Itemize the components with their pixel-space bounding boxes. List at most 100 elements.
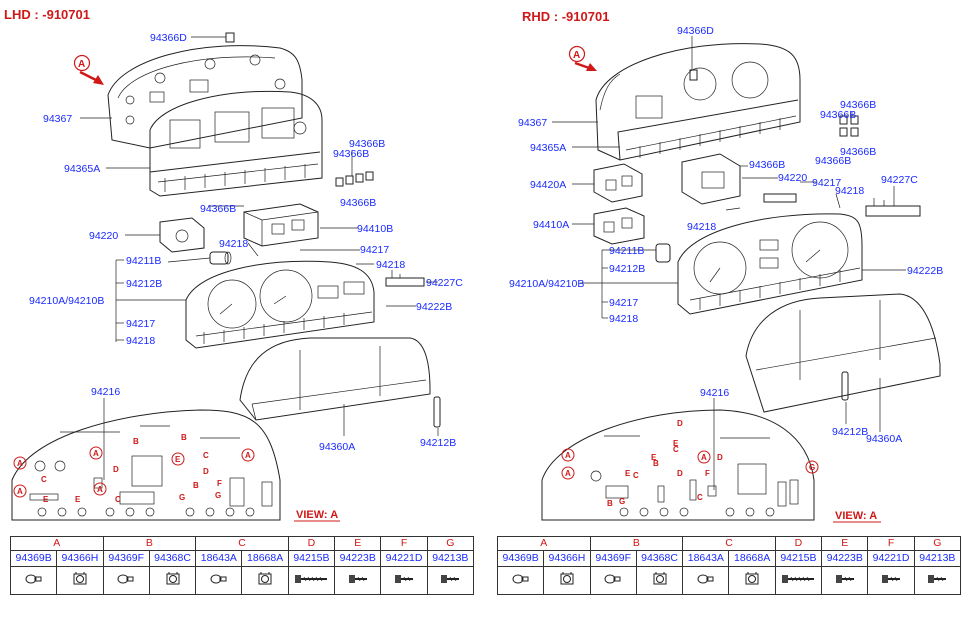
rhd-panel: RHD : -910701 A — [509, 9, 943, 523]
lhd-callout-94366B-1: 94366B — [349, 138, 385, 150]
bulb-icon — [210, 574, 228, 589]
rhd-view-letter-D: D — [677, 469, 683, 478]
rhd-dial-plate — [677, 213, 863, 315]
bulb-icon — [512, 574, 530, 589]
lhd-view-marker-circle — [93, 482, 107, 496]
lhd-view-letter-C: C — [41, 475, 47, 484]
rhd-view-letter-F: F — [705, 469, 710, 478]
lhd-view-marker-circle — [171, 452, 185, 466]
lhd-callout-94217-1: 94217 — [360, 244, 389, 256]
rhd-callout-94366B-3: 94366B — [840, 146, 876, 158]
rhd-part-icon-cell — [496, 566, 545, 595]
rhd-callout-94360A: 94360A — [866, 433, 902, 445]
socket-icon — [164, 572, 182, 590]
rhd-view-marker-circle — [561, 466, 575, 480]
bulb-icon — [117, 574, 135, 589]
lhd-view-letter-C: C — [115, 495, 121, 504]
rhd-callout-94212B-1: 94212B — [609, 263, 645, 275]
rhd-leader-lines — [552, 36, 906, 490]
rhd-part-icon-cell — [543, 566, 591, 595]
lhd-group-C: C — [195, 536, 289, 551]
lhd-callout-94410B: 94410B — [357, 223, 393, 235]
lhd-view-marker: A — [78, 59, 85, 70]
rhd-view-marker-circle — [805, 460, 819, 474]
lhd-view-letter-G: G — [215, 491, 221, 500]
rhd-part-icon-cell — [774, 566, 823, 595]
rhd-callout-94410A: 94410A — [533, 219, 569, 231]
lhd-part-icon-cell — [426, 566, 475, 595]
bulb-icon — [697, 574, 715, 589]
rhd-title: RHD : -910701 — [522, 9, 609, 24]
rhd-callout-94222B: 94222B — [907, 265, 943, 277]
lhd-rear-housing — [107, 45, 303, 149]
lhd-partno-94369F: 94369F — [102, 550, 150, 567]
lhd-view-letter-A: A — [245, 451, 251, 460]
long-screw-icon — [294, 575, 328, 588]
lhd-part-icon-cell — [287, 566, 336, 595]
bulb-icon — [25, 574, 43, 589]
lhd-partno-94366H: 94366H — [56, 550, 104, 567]
lhd-group-A: A — [10, 536, 104, 551]
rhd-view-letter-C: C — [673, 445, 679, 454]
table-icon-row — [9, 566, 475, 595]
lhd-view-letter-B: B — [133, 437, 139, 446]
lhd-view-letter-F: F — [217, 479, 222, 488]
lhd-callout-94212B-2: 94212B — [420, 437, 456, 449]
rhd-view-letter-E: E — [625, 469, 631, 478]
lhd-view-letter-A: A — [93, 449, 99, 458]
socket-icon — [558, 572, 576, 590]
socket-icon — [71, 572, 89, 590]
lhd-view-letter-C: C — [203, 451, 209, 460]
lhd-part-icon-cell — [241, 566, 289, 595]
rhd-part-94211B — [655, 243, 671, 263]
lhd-part-icon-cell — [334, 566, 382, 595]
lhd-view-letter-A: A — [97, 485, 103, 494]
rhd-callout-94220: 94220 — [778, 172, 807, 184]
screw-icon — [440, 575, 460, 588]
rhd-view-letter-G: G — [809, 463, 815, 472]
screw-icon — [835, 575, 855, 588]
rhd-callout-94366B-4: 94366B — [815, 155, 851, 167]
lhd-part-94211B — [209, 251, 232, 265]
lhd-callout-94366D: 94366D — [150, 32, 187, 44]
rhd-view-marker: A — [573, 50, 580, 61]
lhd-lens — [239, 337, 431, 421]
lhd-callout-94365A: 94365A — [64, 163, 100, 175]
rhd-partno-94213B: 94213B — [913, 550, 962, 567]
lhd-callout-94227C: 94227C — [426, 277, 463, 289]
lhd-view-marker-circle — [89, 446, 103, 460]
rhd-part-94366D — [689, 69, 698, 81]
lhd-bulbs-94366B — [335, 171, 374, 187]
lhd-panel: LHD : -910701 A — [4, 7, 463, 522]
lhd-callout-94220: 94220 — [89, 230, 118, 242]
lhd-view-letter-E: E — [175, 455, 181, 464]
rhd-meter-case — [595, 43, 801, 161]
table-icon-row — [496, 566, 962, 595]
lhd-partno-94213B: 94213B — [426, 550, 475, 567]
lhd-switch-94410B — [243, 203, 319, 247]
socket-icon — [743, 572, 761, 590]
lhd-meter-case — [149, 90, 323, 197]
rhd-bulbs-94366B — [839, 115, 859, 137]
lhd-callout-94367: 94367 — [43, 113, 72, 125]
screw-icon — [394, 575, 414, 588]
lhd-group-D: D — [287, 536, 336, 551]
lhd-part-icon-cell — [380, 566, 428, 595]
rhd-group-D: D — [774, 536, 823, 551]
rhd-view-letter-B: B — [607, 499, 613, 508]
rhd-partno-94369F: 94369F — [589, 550, 637, 567]
rhd-partno-18668A: 18668A — [728, 550, 776, 567]
lhd-dial-plate — [185, 260, 375, 349]
rhd-callout-94216: 94216 — [700, 387, 729, 399]
rhd-part-icon-cell — [635, 566, 684, 595]
lhd-part-94220 — [159, 217, 205, 253]
rhd-view-marker-circle — [697, 450, 711, 464]
lhd-view-letter-A: A — [17, 487, 23, 496]
rhd-partno-94221D: 94221D — [867, 550, 915, 567]
lhd-partno-94221D: 94221D — [380, 550, 428, 567]
lhd-partno-18643A: 18643A — [195, 550, 243, 567]
